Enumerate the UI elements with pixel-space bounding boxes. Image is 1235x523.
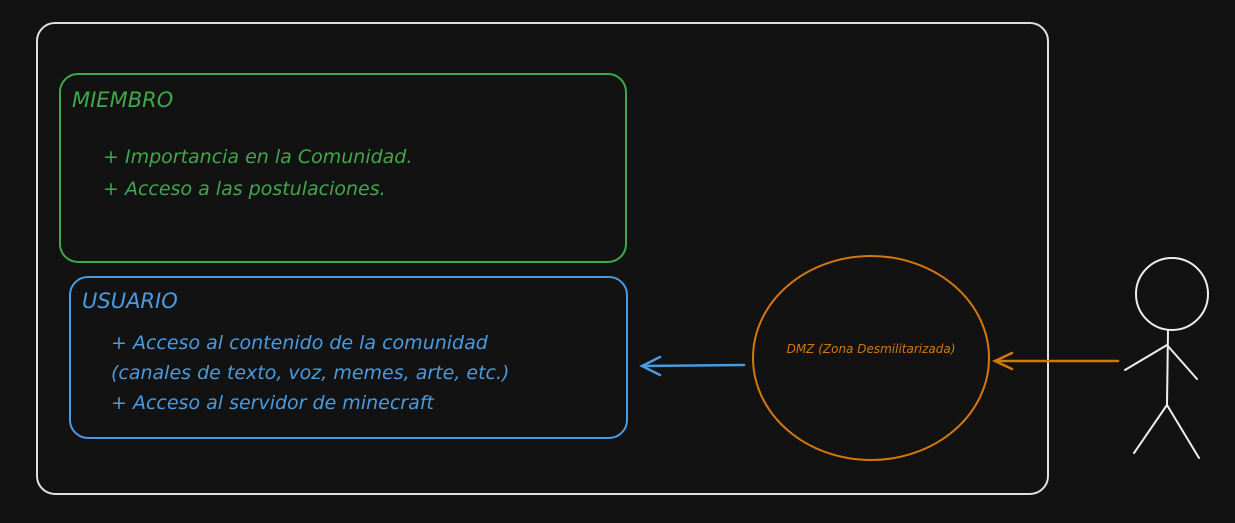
member-item: + Acceso a las postulaciones. — [103, 178, 386, 200]
user-line: + Acceso al contenido de la comunidad — [111, 332, 488, 354]
user-title: USUARIO — [82, 289, 178, 313]
arrow-left-icon — [992, 351, 1120, 371]
arrow-left-icon — [639, 355, 746, 377]
user-box — [69, 276, 628, 439]
member-item: + Importancia en la Comunidad. — [103, 146, 413, 168]
user-line: (canales de texto, voz, memes, arte, etc… — [111, 362, 510, 384]
dmz-circle — [752, 255, 990, 461]
stick-figure-icon — [1124, 257, 1209, 459]
dmz-label: DMZ (Zona Desmilitarizada) — [786, 342, 956, 356]
member-box — [59, 73, 627, 263]
member-title: MIEMBRO — [72, 88, 174, 112]
user-line: + Acceso al servidor de minecraft — [111, 392, 434, 414]
outer-container — [36, 22, 1049, 495]
